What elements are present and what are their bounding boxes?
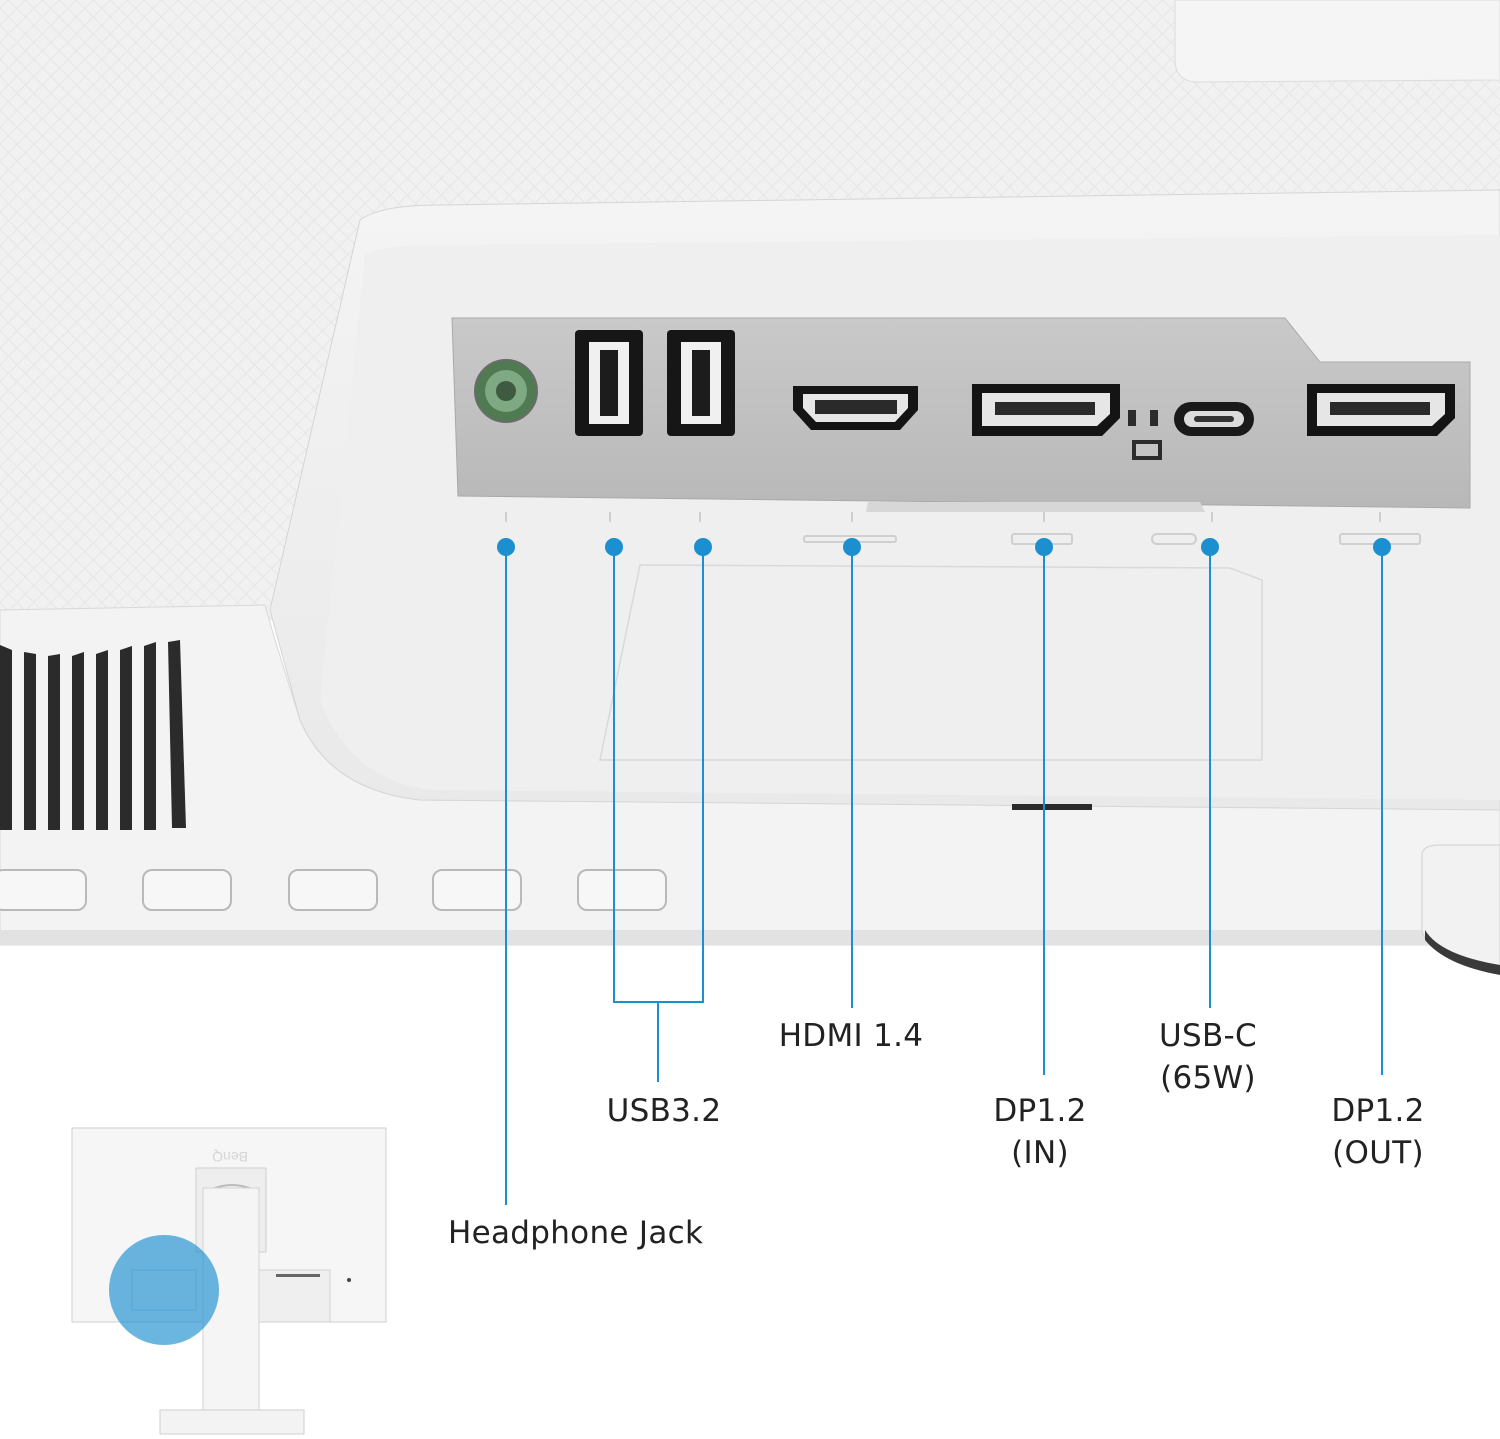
dp-out-label-line2: (OUT) [1332,1135,1424,1171]
dp-out-dot [1373,538,1391,556]
usbc-label-line1: USB-C [1159,1018,1257,1054]
headphone-label-text: Headphone Jack [448,1215,704,1251]
hdmi-label: HDMI 1.4 [779,1015,924,1057]
usbc-label: USB-C (65W) [1159,1015,1257,1099]
displayport-in-port [972,384,1120,436]
monitor-thumbnail: BenQ [71,1127,387,1435]
dp-in-dot [1035,538,1053,556]
control-buttons [0,869,667,911]
usb-c-port [1174,402,1254,436]
dp-in-label: DP1.2 (IN) [993,1090,1086,1174]
dp-in-label-line1: DP1.2 [993,1093,1087,1129]
usb-label: USB3.2 [607,1090,722,1132]
dp-in-label-line2: (IN) [1011,1135,1069,1171]
usb-dot-2 [694,538,712,556]
usb-label-text: USB3.2 [606,1093,722,1129]
port-symbol-mark [1128,410,1162,460]
headphone-jack-port [474,359,538,423]
usb-dot-1 [605,538,623,556]
hdmi-label-text: HDMI 1.4 [778,1018,924,1054]
usbc-dot [1201,538,1219,556]
hdmi-port [793,386,918,430]
callout-dots [497,538,1391,556]
dp-out-label-line1: DP1.2 [1331,1093,1425,1129]
headphone-label: Headphone Jack [448,1212,703,1254]
brand-logo: BenQ [212,1149,248,1165]
vent-grille [0,640,186,830]
usb-a-port-2 [667,330,735,436]
callout-lines [505,547,1383,1205]
stand-base-edge [1421,844,1500,975]
usb-bracket [613,990,704,1003]
headphone-dot [497,538,515,556]
usbc-label-line2: (65W) [1160,1060,1256,1096]
usb-a-port-1 [575,330,643,436]
hdmi-dot [843,538,861,556]
dp-out-label: DP1.2 (OUT) [1331,1090,1424,1174]
displayport-out-port [1307,384,1455,436]
thumbnail-highlight [109,1235,219,1345]
